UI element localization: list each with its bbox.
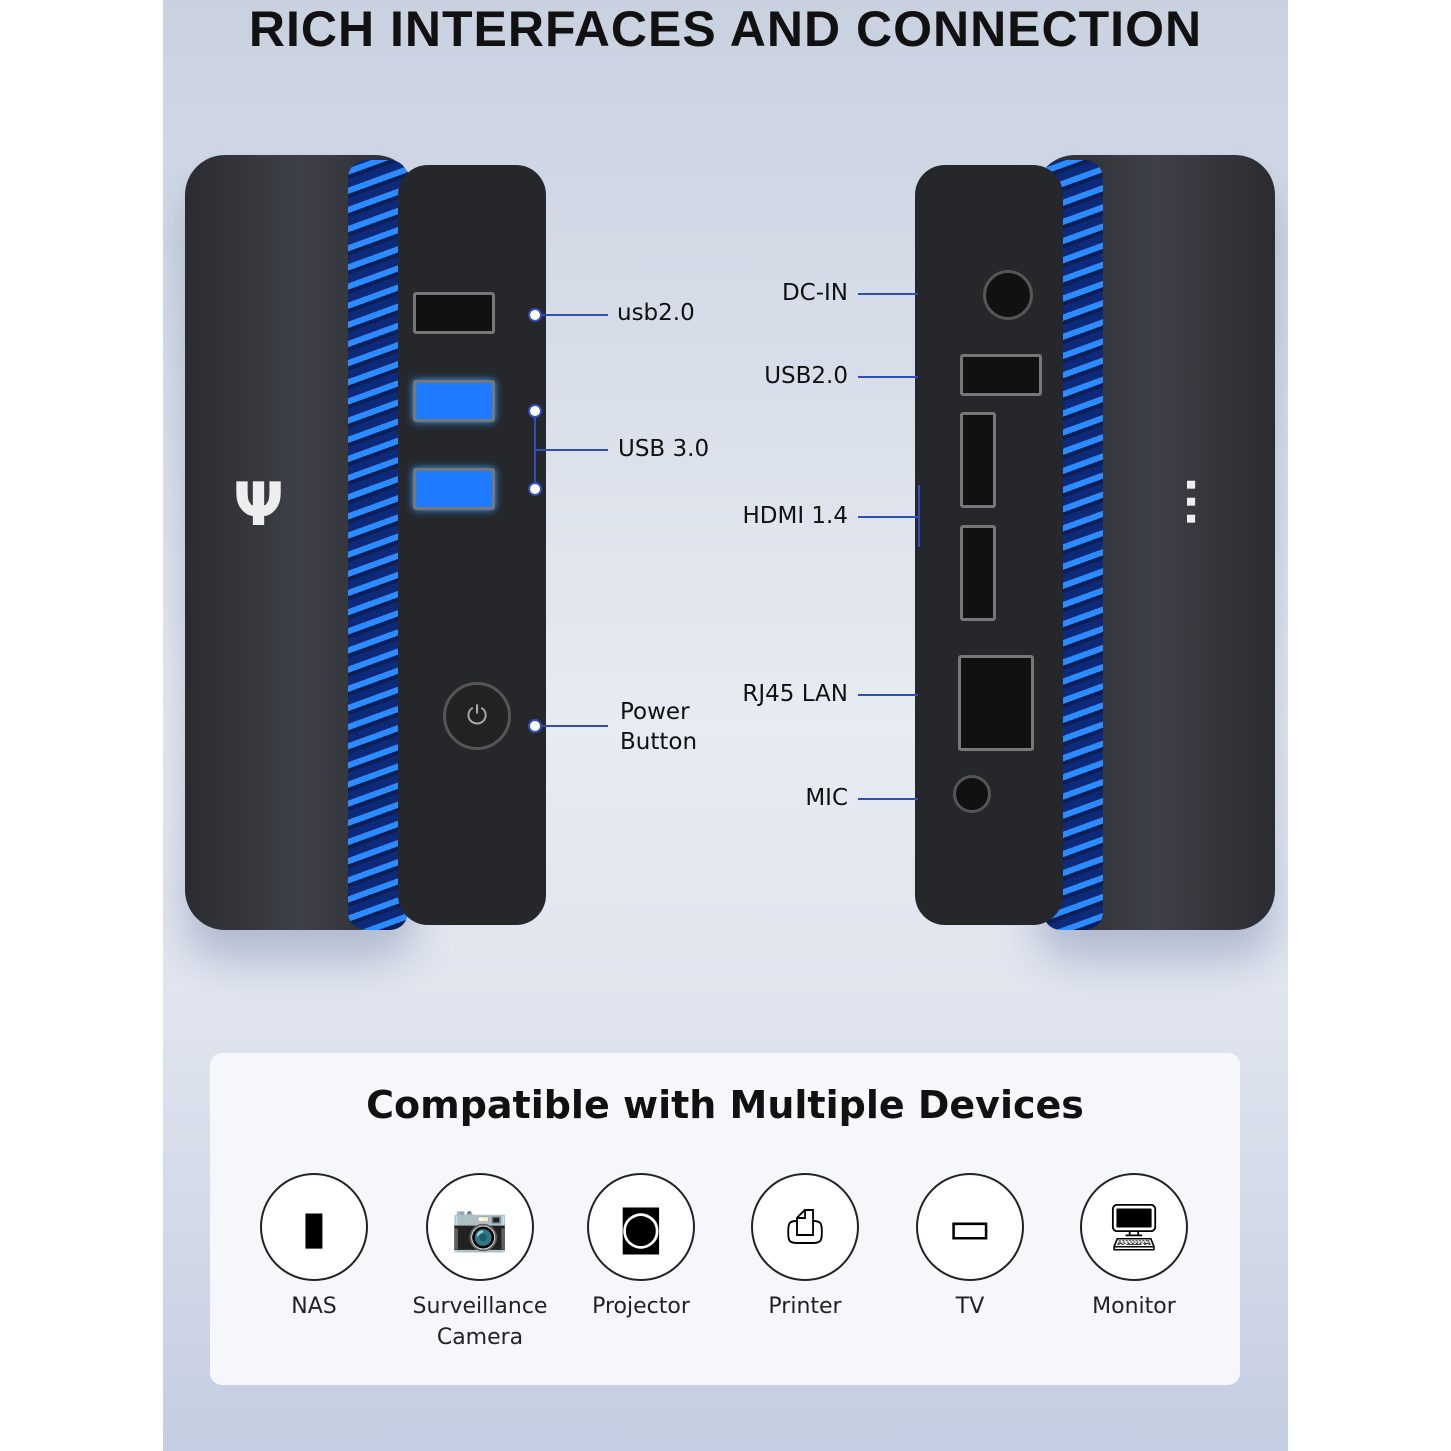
projector-icon: ◙ bbox=[587, 1173, 695, 1281]
label-power: Power Button bbox=[620, 699, 698, 755]
brand-logo-icon: ⫶ bbox=[1183, 470, 1198, 540]
device-item-camera: 📷Surveillance Camera bbox=[399, 1173, 561, 1353]
usb3-port bbox=[413, 468, 495, 510]
compatibility-card: Compatible with Multiple Devices ▮NAS 📷S… bbox=[210, 1053, 1240, 1385]
label-mic: MIC bbox=[805, 785, 848, 811]
label-lan: RJ45 LAN bbox=[742, 681, 848, 707]
page-title: RICH INTERFACES AND CONNECTION bbox=[248, 1, 1203, 57]
product-image: RICH INTERFACES AND CONNECTION Ψ ⏻ usb2.… bbox=[163, 0, 1288, 1451]
monitor-icon: 🖥 bbox=[1080, 1173, 1188, 1281]
hdmi-port bbox=[960, 412, 996, 508]
usb2-port bbox=[413, 292, 495, 334]
usb2-port bbox=[960, 354, 1042, 396]
device-item-monitor: 🖥Monitor bbox=[1054, 1173, 1214, 1322]
mic-jack bbox=[953, 775, 991, 813]
nas-icon: ▮ bbox=[260, 1173, 368, 1281]
label-hdmi: HDMI 1.4 bbox=[742, 503, 848, 529]
usb3-port bbox=[413, 380, 495, 422]
camera-icon: 📷 bbox=[426, 1173, 534, 1281]
compat-title: Compatible with Multiple Devices bbox=[366, 1083, 1084, 1127]
device-item-tv: ▭TV bbox=[890, 1173, 1050, 1322]
dc-in-port bbox=[983, 270, 1033, 320]
device-item-projector: ◙Projector bbox=[561, 1173, 721, 1322]
printer-icon: ⎙ bbox=[751, 1173, 859, 1281]
device-item-printer: ⎙Printer bbox=[725, 1173, 885, 1322]
device-item-nas: ▮NAS bbox=[234, 1173, 394, 1322]
brand-logo-icon: Ψ bbox=[233, 470, 284, 540]
device-side-panel bbox=[398, 165, 546, 925]
tv-icon: ▭ bbox=[916, 1173, 1024, 1281]
power-button-icon: ⏻ bbox=[443, 682, 511, 750]
label-usb2-right: USB2.0 bbox=[764, 363, 848, 389]
label-usb2: usb2.0 bbox=[617, 300, 695, 326]
label-dc-in: DC-IN bbox=[781, 280, 848, 306]
label-usb3: USB 3.0 bbox=[618, 436, 710, 462]
lan-port bbox=[958, 655, 1034, 751]
hdmi-port bbox=[960, 525, 996, 621]
